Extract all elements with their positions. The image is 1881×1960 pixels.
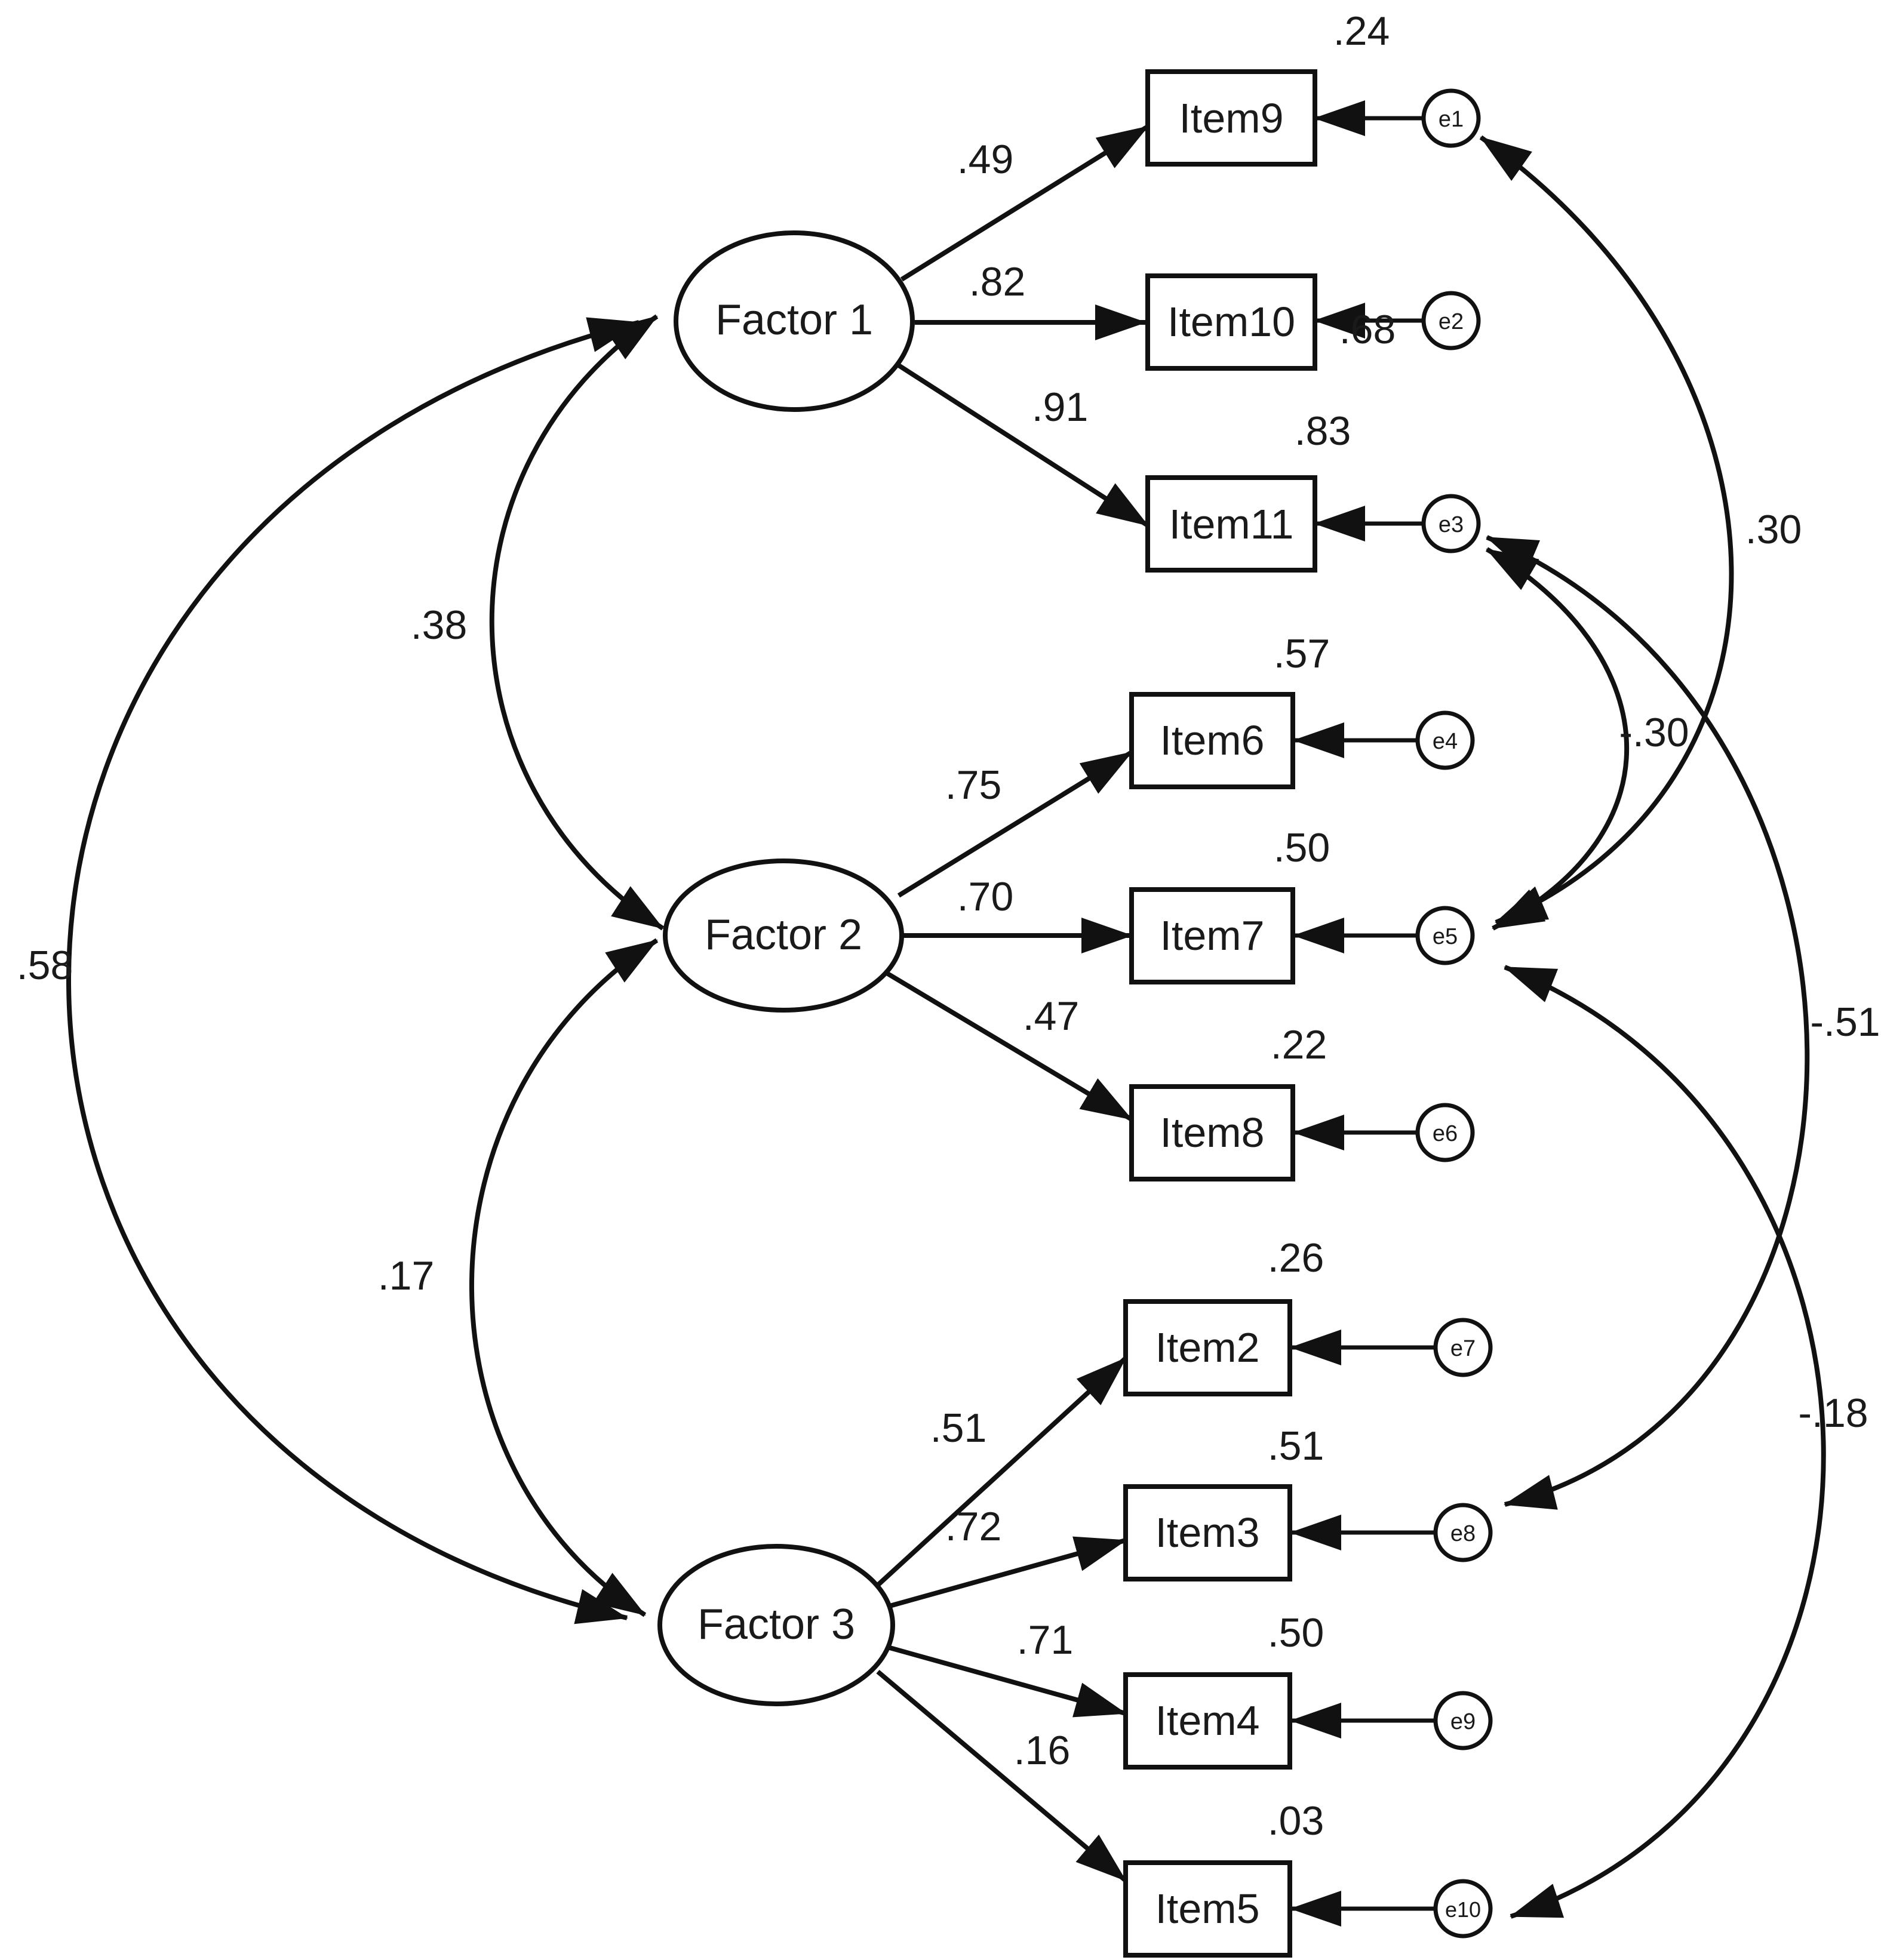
error-label: e2 <box>1439 309 1464 334</box>
error-e9-node: e9 <box>1433 1691 1493 1750</box>
r-squared-label: .50 <box>1274 825 1330 870</box>
loading-f2-item8: .47 <box>885 971 1133 1122</box>
error-e2-node: e2 <box>1421 291 1481 350</box>
factor-covariance-f2-f3: .17 <box>378 938 659 1617</box>
covariance-label: .58 <box>17 943 73 988</box>
factor-covariance-f1-f3: .58 <box>17 317 640 1624</box>
factor-label: Factor 2 <box>705 911 862 959</box>
error-e1-node: e1 <box>1421 88 1481 148</box>
item4-node: Item4 .50 <box>1123 1610 1324 1770</box>
error-covariance-e5-e10: -.18 <box>1504 965 1868 1919</box>
loading-label: .72 <box>945 1504 1002 1549</box>
loading-f1-item11: .91 <box>897 363 1150 528</box>
r-squared-label: .50 <box>1268 1610 1324 1656</box>
item-label: Item4 <box>1155 1697 1259 1744</box>
loading-f3-item5: .16 <box>876 1669 1127 1883</box>
item2-node: Item2 .26 <box>1123 1235 1324 1396</box>
factor-label: Factor 1 <box>715 296 873 344</box>
loading-label: .51 <box>930 1405 987 1451</box>
loading-label: .70 <box>957 874 1014 919</box>
loading-f3-item4: .71 <box>889 1617 1127 1718</box>
error-e6-node: e6 <box>1415 1103 1475 1162</box>
error-label: e9 <box>1450 1709 1476 1734</box>
loading-label: .82 <box>969 259 1026 304</box>
error-label: e7 <box>1450 1336 1476 1361</box>
loading-label: .71 <box>1017 1617 1074 1663</box>
factor-1-node: Factor 1 <box>674 230 915 412</box>
loading-f2-item6: .75 <box>897 750 1133 898</box>
item-label: Item8 <box>1160 1109 1264 1156</box>
loading-label: .91 <box>1032 384 1089 430</box>
item-label: Item3 <box>1155 1509 1259 1556</box>
item8-node: Item8 .22 <box>1129 1022 1327 1181</box>
r-squared-label: .57 <box>1274 631 1330 676</box>
error-label: e6 <box>1433 1121 1458 1146</box>
r-squared-label: .24 <box>1333 8 1390 54</box>
item6-node: Item6 .57 <box>1129 631 1330 789</box>
error-e3-node: e3 <box>1421 494 1481 553</box>
loading-f3-item3: .72 <box>889 1504 1127 1608</box>
r-squared-label: .26 <box>1268 1235 1324 1281</box>
item-label: Item2 <box>1155 1324 1259 1371</box>
loading-label: .47 <box>1023 993 1080 1039</box>
error-label: e1 <box>1439 107 1464 132</box>
error-e10-node: e10 <box>1433 1879 1493 1939</box>
loading-f1-item10: .82 <box>915 259 1147 340</box>
loading-f2-item7: .70 <box>903 874 1133 953</box>
loading-f1-item9: .49 <box>900 124 1150 282</box>
covariance-label: -.18 <box>1798 1390 1868 1436</box>
factor-2-node: Factor 2 <box>663 859 904 1013</box>
item-label: Item6 <box>1160 717 1264 764</box>
covariance-label: .17 <box>378 1253 435 1299</box>
factor-3-node: Factor 3 <box>657 1544 895 1706</box>
item-label: Item11 <box>1169 501 1294 547</box>
error-e5-node: e5 <box>1415 906 1475 965</box>
error-label: e5 <box>1433 924 1458 949</box>
covariance-label: .38 <box>411 602 468 648</box>
item9-node: Item9 .24 <box>1145 8 1390 167</box>
error-e7-node: e7 <box>1433 1318 1493 1377</box>
loading-label: .49 <box>957 137 1014 182</box>
factor-covariance-f1-f2: .38 <box>411 314 665 931</box>
error-covariance-e3-e8: -.51 <box>1486 535 1880 1510</box>
loading-label: .16 <box>1014 1728 1071 1773</box>
loading-f3-item2: .51 <box>876 1356 1127 1587</box>
error-label: e10 <box>1445 1897 1481 1922</box>
item5-node: Item5 .03 <box>1123 1798 1324 1958</box>
error-covariance-e1-e5: .30 <box>1479 135 1802 925</box>
item-label: Item5 <box>1155 1885 1259 1932</box>
r-squared-label: .03 <box>1268 1798 1324 1844</box>
r-squared-label: .51 <box>1268 1423 1324 1469</box>
covariance-label: -.30 <box>1619 710 1689 755</box>
error-label: e4 <box>1433 729 1458 754</box>
error-e8-node: e8 <box>1433 1503 1493 1562</box>
r-squared-label: .22 <box>1271 1022 1327 1067</box>
r-squared-label: .83 <box>1295 408 1351 454</box>
covariance-label: .30 <box>1745 507 1802 552</box>
error-e4-node: e4 <box>1415 710 1475 770</box>
factor-label: Factor 3 <box>697 1601 855 1648</box>
r-squared-label: .68 <box>1339 307 1396 352</box>
item3-node: Item3 .51 <box>1123 1423 1324 1581</box>
item10-node: .68 Item10 <box>1145 273 1396 371</box>
item7-node: Item7 .50 <box>1129 825 1330 984</box>
item-label: Item7 <box>1160 912 1264 959</box>
item-label: Item10 <box>1167 299 1295 345</box>
covariance-label: -.51 <box>1810 999 1880 1045</box>
error-label: e3 <box>1439 512 1464 537</box>
item11-node: Item11 .83 <box>1145 408 1351 573</box>
item-label: Item9 <box>1179 95 1283 141</box>
error-label: e8 <box>1450 1521 1476 1546</box>
loading-label: .75 <box>945 762 1002 808</box>
